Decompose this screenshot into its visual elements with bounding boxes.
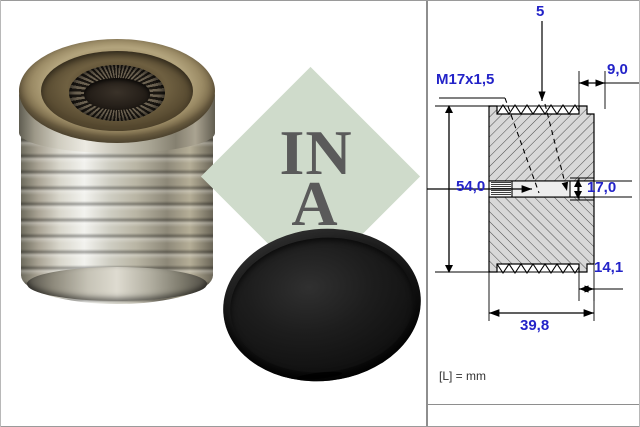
dimension-label-bore-dia: 17,0 xyxy=(587,179,617,196)
pane-divider xyxy=(426,1,428,426)
frame-top-border xyxy=(0,0,640,1)
dimension-label-top-width: 9,0 xyxy=(607,61,628,78)
black-plastic-cap-photo xyxy=(215,219,426,391)
frame-left-border xyxy=(0,0,1,427)
dimension-label-outer-dia: 54,0 xyxy=(456,178,486,195)
dimension-label-total-width: 39,8 xyxy=(520,317,550,334)
cap-rim xyxy=(223,228,421,382)
title-block-rule xyxy=(428,404,639,405)
splined-hub-bore xyxy=(69,65,165,121)
cap-notch xyxy=(296,370,343,382)
dimension-label-rib-count: 5 xyxy=(536,3,545,20)
technical-drawing-pane: M17x1,5 5 9,0 54,0 17,0 14,1 39,8 [L] = … xyxy=(427,1,639,426)
pulley-top-face xyxy=(19,39,215,143)
dimension-label-hub-offset: 14,1 xyxy=(594,259,624,276)
ribbed-pulley-photo xyxy=(19,39,215,304)
cross-section-drawing xyxy=(427,21,639,321)
unit-note: [L] = mm xyxy=(439,369,487,383)
dimension-label-thread: M17x1,5 xyxy=(436,71,495,88)
pulley-bottom-lip xyxy=(27,267,207,301)
product-photo-pane: IN A xyxy=(1,1,426,426)
